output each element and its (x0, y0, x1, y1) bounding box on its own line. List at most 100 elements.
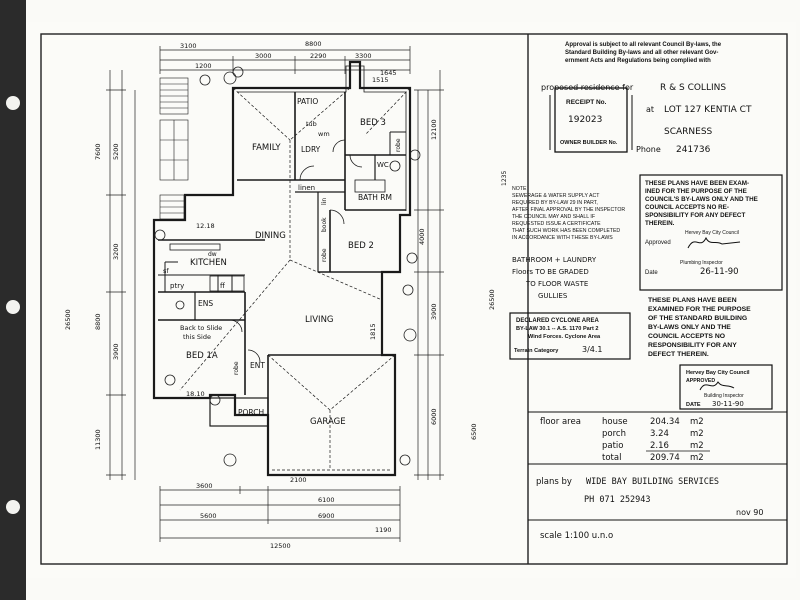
dim-top-total: 8800 (305, 40, 322, 48)
cyclone-terrain-label: Terrain Category (514, 348, 559, 354)
room-kitchen: KITCHEN (190, 258, 227, 268)
council-1-line-4: COUNCIL ACCEPTS NO RE- (645, 204, 729, 211)
room-bed1: BED 1A (186, 351, 218, 361)
room-dw: dw (208, 251, 217, 258)
floor-area-label: floor area (540, 417, 581, 427)
water-notice-5: THE COUNCIL MAY AND SHALL IF (512, 214, 595, 220)
dim-kitchen: 12.18 (196, 222, 215, 230)
room-garage: GARAGE (310, 417, 346, 427)
bathroom-note-4: GULLIES (538, 292, 568, 300)
plans-by-label: plans by (536, 477, 572, 487)
note-back-slide-2: this Side (183, 333, 211, 341)
owner-details: proposed residence for R & S COLLINS at … (541, 83, 752, 155)
floor-area-total-label: total (602, 453, 621, 463)
plans-notice-7: DEFECT THEREIN. (648, 351, 709, 358)
owner-name: R & S COLLINS (660, 83, 726, 93)
cyclone-law: BY-LAW 30.1 -- A.S. 1170 Part 2 (516, 326, 599, 332)
suburb: SCARNESS (664, 127, 713, 137)
punch-hole (6, 300, 20, 314)
dim-right-4000: 4000 (418, 228, 426, 245)
receipt-label: RECEIPT No. (566, 99, 607, 106)
room-patio: PATIO (297, 97, 318, 106)
floor-area-total-value: 209.74 (650, 453, 680, 463)
receipt-stamp: RECEIPT No. 192023 OWNER BUILDER No. (549, 87, 633, 153)
dim-top-1645: 1645 (380, 69, 397, 77)
porch-outline (209, 397, 269, 427)
room-porch: PORCH (238, 408, 264, 417)
top-notice-line-2: Standard Building By-laws and all other … (565, 50, 718, 56)
dim-right-3900: 3900 (430, 303, 438, 320)
council-1-inspector: Plumbing Inspector (680, 260, 723, 266)
water-notice-1: NOTE (512, 186, 527, 192)
floor-area-patio-unit: m2 (690, 441, 704, 451)
cyclone-title: DECLARED CYCLONE AREA (516, 318, 599, 324)
council-1-approved-label: Approved (645, 240, 671, 246)
room-ent: ENT (250, 361, 265, 370)
dim-top-1515: 1515 (372, 76, 389, 84)
dim-bot-1190: 1190 (375, 526, 392, 534)
water-notice-4: AFTER FINAL APPROVAL BY THE INSPECTOR (512, 207, 625, 213)
room-labels: FAMILY PATIO LDRY wm tub BED 3 WC robe l… (163, 97, 402, 427)
plans-notice-6: RESPONSIBILITY FOR ANY (648, 342, 737, 349)
dim-left-26500: 26500 (64, 309, 72, 330)
room-robe-bed2: robe (321, 248, 328, 262)
council-1-date: 26-11-90 (700, 267, 739, 277)
steps (159, 194, 185, 220)
council-2-inspector: Building Inspector (704, 393, 744, 399)
floor-area-patio-label: patio (602, 441, 624, 451)
dim-right-6000: 6000 (430, 408, 438, 425)
dim-right-6500: 6500 (470, 423, 478, 440)
dim-right-26500: 26500 (488, 289, 496, 310)
plans-by-date: nov 90 (736, 508, 763, 517)
water-notice-7: THAT SUCH WORK HAS BEEN COMPLETED (512, 228, 620, 234)
bathroom-note-3: TO FLOOR WASTE (525, 280, 588, 288)
council-1-line-6: THEREIN. (645, 220, 675, 227)
room-sf: sf (163, 267, 169, 275)
room-dining: DINING (255, 231, 286, 241)
top-notice-line-3: ernment Acts and Regulations being compl… (565, 58, 711, 64)
council-2-date: 30-11-90 (712, 400, 744, 408)
bath-tub (354, 179, 386, 193)
floor-area-house-unit: m2 (690, 417, 704, 427)
top-notice: Approval is subject to all relevant Coun… (565, 42, 722, 64)
top-notice-line-1: Approval is subject to all relevant Coun… (565, 42, 722, 48)
floor-area-house-label: house (602, 417, 628, 427)
council-2-signature (699, 381, 735, 391)
dimension-lines (109, 49, 441, 539)
room-ldry: LDRY (301, 145, 321, 154)
dim-bot-3600: 3600 (196, 482, 213, 490)
scale-note: scale 1:100 u.n.o (540, 531, 613, 541)
room-book: book (321, 217, 328, 232)
fridge-space (209, 275, 245, 292)
floor-area-porch-label: porch (602, 429, 626, 439)
dim-left-8800: 8800 (94, 313, 102, 330)
council-1-signature (687, 236, 741, 249)
dim-top-3000: 3000 (255, 52, 272, 60)
toilet (389, 160, 401, 172)
council-1-line-5: SPONSIBILITY FOR ANY DEFECT (645, 212, 745, 219)
council-stamp-2: Hervey Bay City Council APPROVED Buildin… (679, 364, 773, 410)
floor-area-porch-value: 3.24 (650, 429, 669, 439)
plans-notice-2: EXAMINED FOR THE PURPOSE (648, 306, 751, 313)
floor-area-porch-unit: m2 (690, 429, 704, 439)
dim-bed1: 18.10 (186, 390, 205, 398)
dim-top-2290: 2290 (310, 52, 327, 60)
room-ens: ENS (198, 299, 213, 308)
water-notice-2: SEWERAGE & WATER SUPPLY ACT (512, 193, 600, 199)
dim-left-5200: 5200 (112, 143, 120, 160)
dim-right-12100: 12100 (430, 119, 438, 140)
phone-label: Phone (636, 145, 661, 154)
room-family: FAMILY (252, 143, 281, 153)
dim-bot-2100: 2100 (290, 476, 307, 484)
ensuite-basin (175, 300, 185, 310)
room-living: LIVING (305, 315, 334, 325)
prepared-label: proposed residence for (541, 83, 634, 92)
dim-bot-12500: 12500 (270, 542, 291, 550)
room-linen: linen (298, 184, 315, 192)
sheet-note-right: 1235 (501, 171, 508, 186)
at-label: at (646, 105, 654, 114)
door-swings (229, 139, 363, 363)
dim-top-1200: 1200 (195, 62, 212, 70)
outer-wall (152, 60, 412, 477)
